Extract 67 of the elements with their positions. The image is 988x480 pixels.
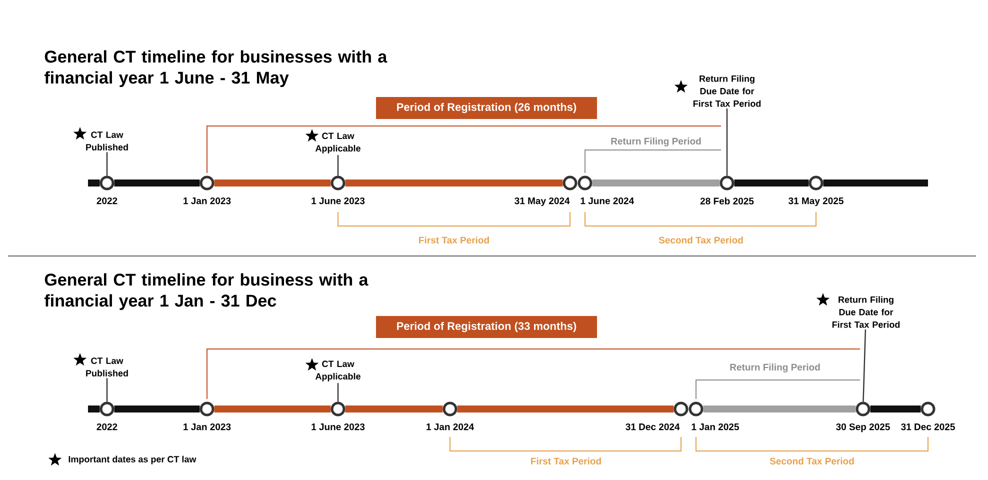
timeline-marker — [330, 176, 346, 190]
timeline-bar — [88, 406, 100, 412]
heading: General CT timeline for businesses with a financial year 1 June - 31 May — [44, 50, 388, 88]
callout-text: CT Law Applicable — [315, 360, 360, 382]
timeline-marker — [442, 402, 458, 416]
timeline-bar — [870, 406, 921, 412]
timeline-marker — [720, 176, 734, 190]
leader-line — [106, 152, 108, 176]
timeline-bar — [345, 406, 443, 412]
timeline-marker — [100, 402, 114, 416]
timeline-marker — [330, 402, 346, 416]
date-label: 1 June 2023 — [312, 197, 365, 204]
timeline-marker — [674, 402, 688, 416]
date-label: 2022 — [96, 197, 118, 204]
bracket-label: Second Tax Period — [770, 458, 854, 464]
callout-text: CT Law Published — [86, 358, 128, 376]
legend-text: Important dates as per CT law — [68, 456, 196, 464]
timeline-bar — [703, 406, 856, 412]
callout-text: Return Filing Due Date for First Tax Period — [832, 296, 900, 328]
timeline-marker — [856, 402, 870, 416]
date-label: 28 Feb 2025 — [700, 197, 754, 204]
timeline-bar — [823, 180, 928, 186]
heading: General CT timeline for business with a financial year 1 Jan - 31 Dec — [44, 273, 368, 310]
callout-text: CT Law Applicable — [315, 132, 360, 154]
timeline-bar — [114, 180, 200, 186]
timeline-bar — [592, 180, 720, 186]
date-label: 31 May 2025 — [788, 197, 844, 206]
timeline-marker — [100, 176, 114, 190]
leader-line — [862, 330, 866, 402]
timeline-bar — [457, 406, 674, 412]
timeline-bar — [214, 406, 331, 412]
timeline-bar — [214, 180, 331, 186]
timeline-marker — [578, 176, 592, 190]
date-label: 31 Dec 2025 — [901, 423, 955, 430]
date-label: 1 Jan 2025 — [692, 423, 739, 430]
timeline-bar — [734, 180, 809, 186]
leader-line — [726, 108, 728, 176]
timeline-marker — [200, 176, 214, 190]
bracket-label: First Tax Period — [531, 458, 601, 464]
registration-banner: Period of Registration (33 months) — [376, 316, 597, 338]
timeline-marker — [920, 402, 936, 416]
callout-text: CT Law Published — [86, 132, 128, 150]
leader-line — [106, 378, 108, 402]
leader-line — [337, 155, 339, 176]
bracket-label: Return Filing Period — [730, 364, 820, 372]
callout-text: Return Filing Due Date for First Tax Period — [693, 75, 761, 107]
timeline-marker — [562, 176, 578, 190]
date-label: 31 Dec 2024 — [626, 423, 680, 430]
date-label: 30 Sep 2025 — [836, 423, 890, 432]
date-label: 1 Jan 2023 — [184, 423, 231, 430]
timeline-bar — [345, 180, 563, 186]
leader-line — [337, 383, 339, 402]
timeline-marker — [200, 402, 214, 416]
date-label: 2022 — [96, 423, 118, 430]
date-label: 1 June 2023 — [312, 423, 365, 430]
bracket-label: First Tax Period — [419, 236, 489, 244]
date-label: 31 May 2024 — [514, 197, 570, 206]
timeline-marker — [688, 402, 704, 416]
date-label: 1 Jan 2023 — [184, 197, 231, 204]
timeline-bar — [114, 406, 200, 412]
date-label: 1 June 2024 — [580, 197, 634, 204]
bracket-label: Second Tax Period — [658, 236, 743, 244]
date-label: 1 Jan 2024 — [426, 423, 474, 430]
bracket-label: Return Filing Period — [611, 138, 701, 146]
timeline-marker — [808, 176, 824, 190]
registration-banner: Period of Registration (26 months) — [376, 97, 597, 119]
timeline-bar — [88, 180, 100, 186]
